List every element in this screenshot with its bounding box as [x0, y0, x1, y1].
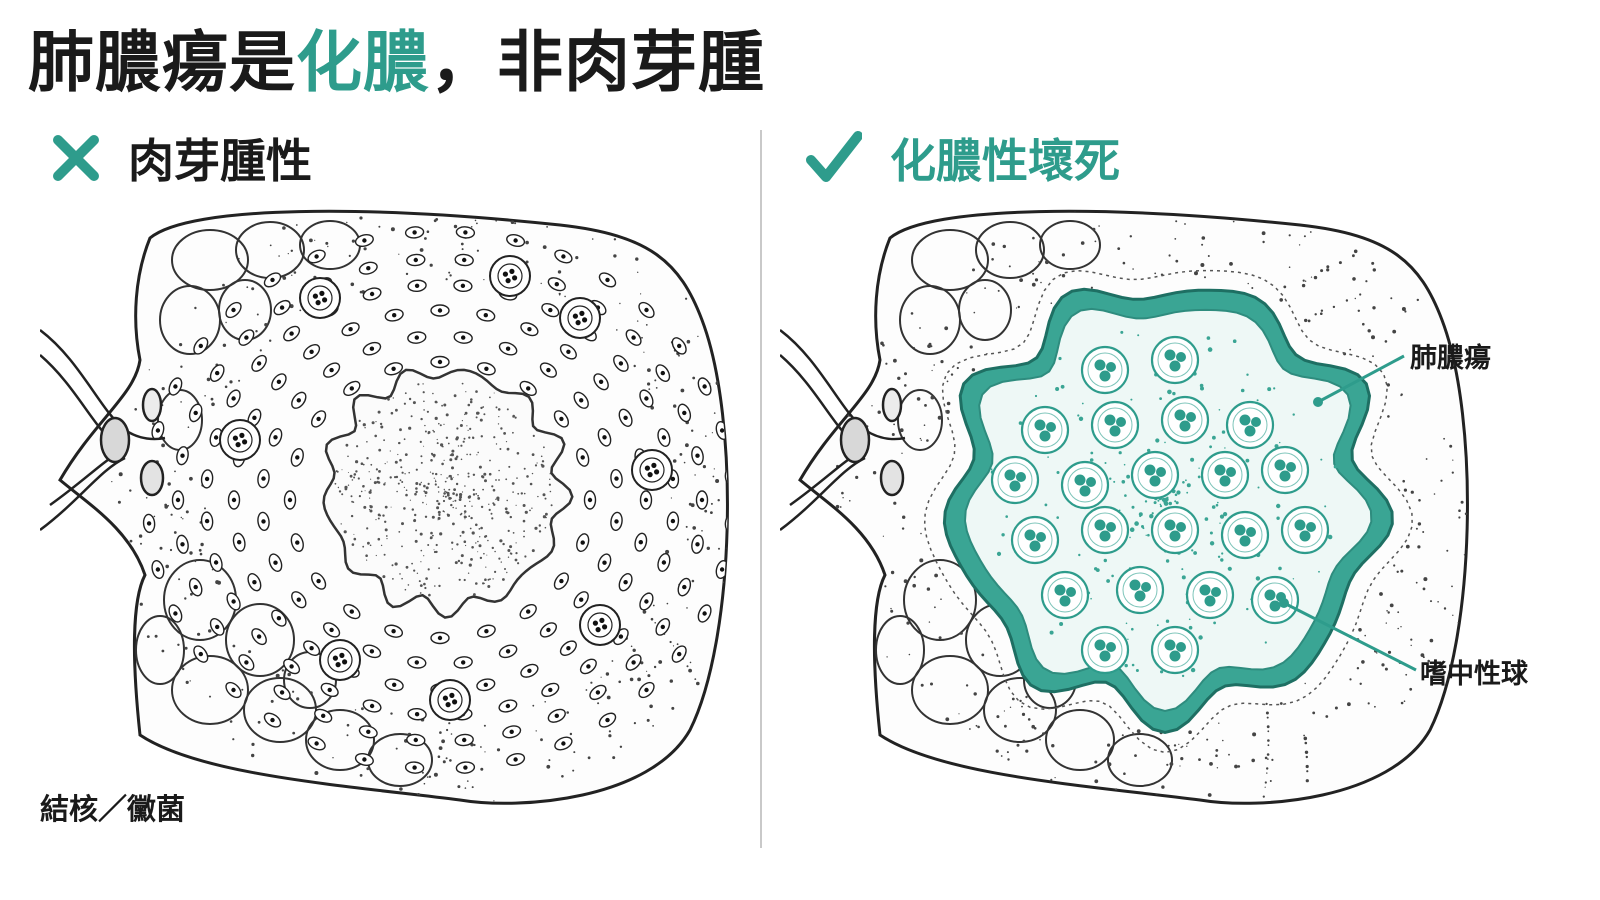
bronchiole-vessel	[780, 329, 906, 531]
neutrophils	[990, 335, 1330, 675]
suppurative-heading-label: 化膿性壞死	[890, 134, 1120, 188]
neutrophil-callout: 嗜中性球	[1420, 659, 1528, 690]
abscess-callout: 肺膿瘍	[1410, 343, 1491, 374]
tb-fungus-footnote: 結核／黴菌	[40, 792, 186, 826]
granulomatous-heading-label: 肉芽腫性	[128, 134, 312, 188]
x-mark-icon	[53, 135, 99, 181]
neutrophil-pointer-line	[1283, 601, 1417, 672]
abscess-pointer-dot	[1313, 397, 1323, 407]
suppurative-heading: 化膿性壞死	[806, 120, 1120, 196]
granulomatous-heading: 肉芽腫性	[52, 120, 312, 196]
panel-divider	[760, 130, 762, 848]
tissue-stipple	[835, 211, 1468, 804]
abscess-pointer-line	[1317, 354, 1405, 404]
check-mark-icon	[806, 131, 862, 182]
page-title: 肺膿瘍是化膿，非肉芽腫	[28, 18, 765, 108]
title-highlight: 化膿	[296, 24, 430, 101]
giant-cells	[219, 255, 673, 721]
abscess-illustration	[780, 209, 1469, 805]
bronchiole-vessel	[40, 329, 166, 531]
granuloma-illustration	[40, 209, 729, 805]
title-part-1: 肺膿瘍是	[28, 24, 296, 101]
abscess-cavity	[923, 269, 1413, 754]
epithelioid-cell-rings	[142, 226, 728, 774]
title-part-2: ，非肉芽腫	[430, 24, 765, 101]
neutrophil-pointer-dot	[1279, 598, 1289, 608]
caseous-necrosis-center	[322, 368, 574, 619]
